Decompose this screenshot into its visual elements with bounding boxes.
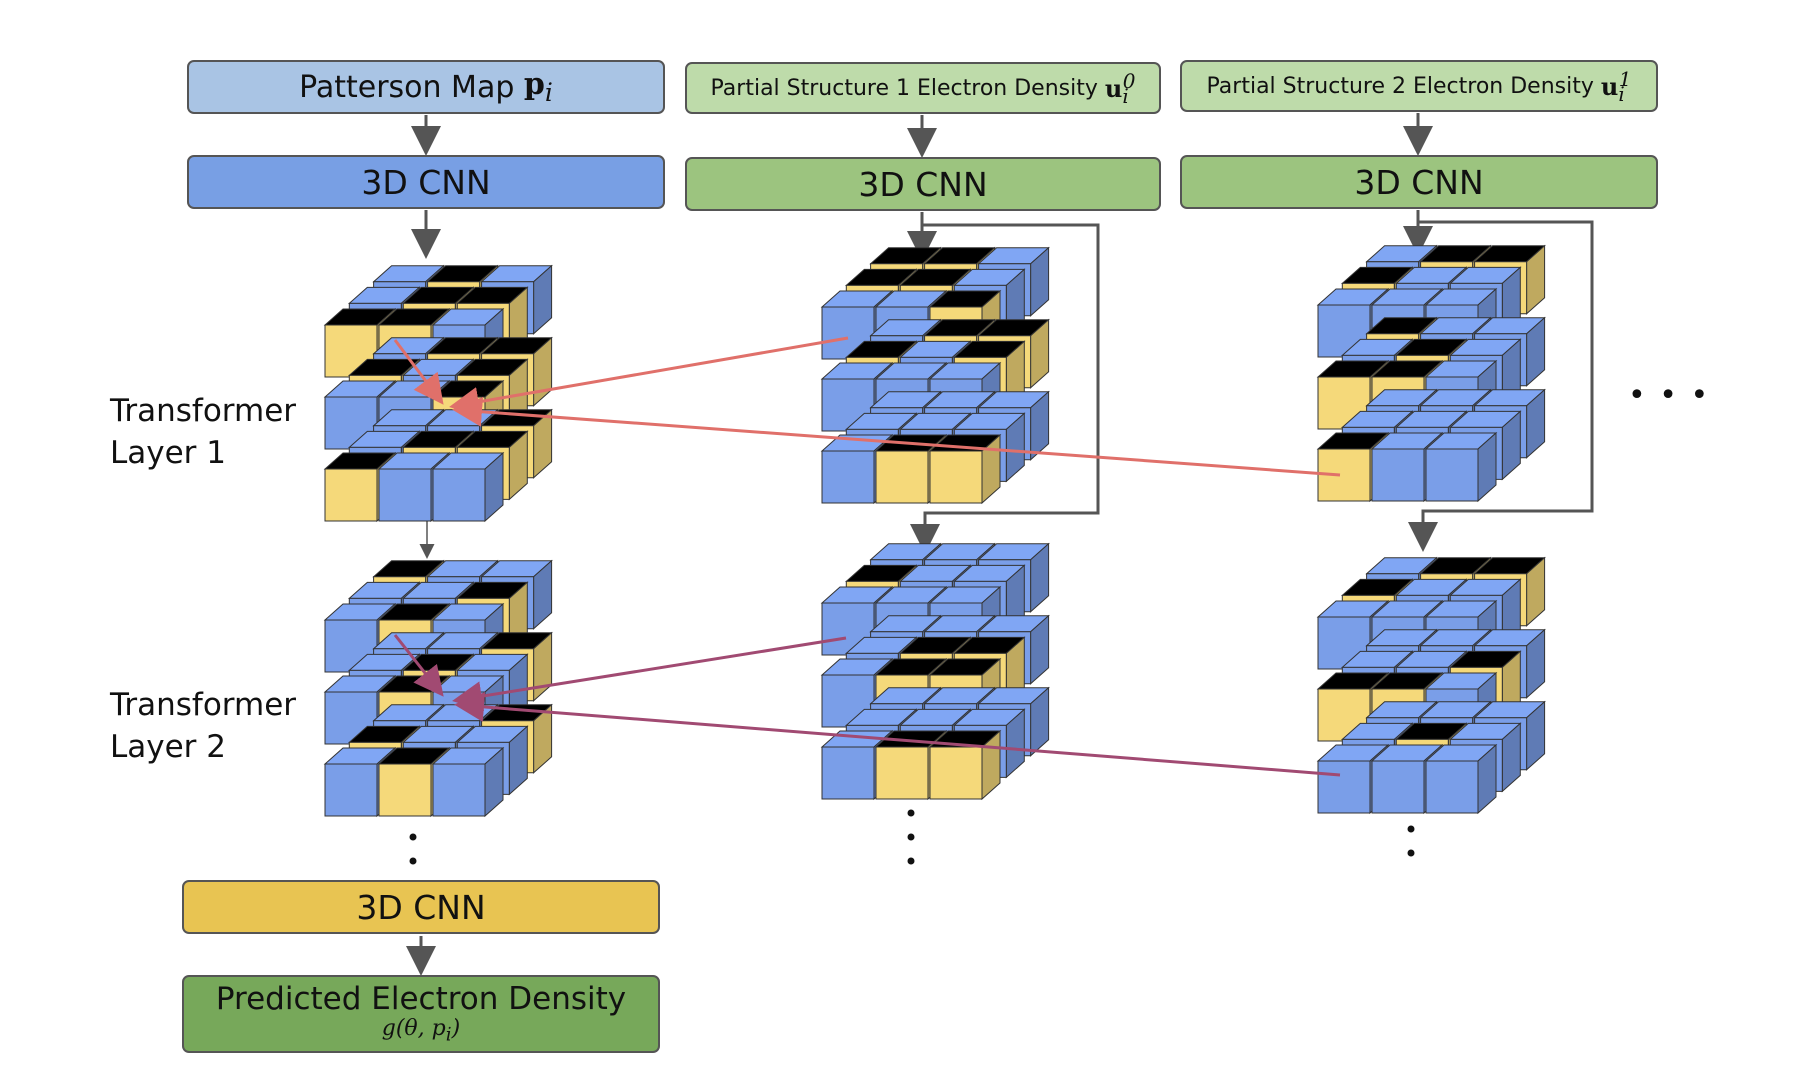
flow-arrows bbox=[406, 113, 1594, 976]
attention-arrows-layer-2 bbox=[393, 634, 1341, 777]
encoder-cnn-patterson: 3D CNN bbox=[187, 155, 665, 209]
partial-structure-2-input: Partial Structure 2 Electron Density ui1 bbox=[1180, 60, 1658, 112]
predicted-density-label: Predicted Electron Density bbox=[215, 980, 627, 1017]
encoder-cnn-patterson-label: 3D CNN bbox=[361, 162, 491, 202]
patterson-map-input: Patterson Map pi bbox=[187, 60, 665, 114]
token-cube bbox=[928, 433, 1002, 505]
predicted-density-output: Predicted Electron Density g(θ, pi) bbox=[182, 975, 660, 1053]
decoder-cnn: 3D CNN bbox=[182, 880, 660, 934]
more-partial-structures-ellipsis: • • • bbox=[1628, 378, 1711, 413]
token-cube bbox=[1424, 743, 1498, 815]
patterson-map-label: Patterson Map bbox=[299, 69, 515, 105]
continuation-dots bbox=[409, 801, 1415, 865]
partial-structure-2-symbol: ui1 bbox=[1600, 66, 1632, 106]
partial-structure-2-label: Partial Structure 2 Electron Density bbox=[1206, 73, 1594, 99]
partial-structure-1-label: Partial Structure 1 Electron Density bbox=[710, 75, 1098, 101]
token-cube bbox=[431, 746, 505, 818]
token-cube bbox=[1424, 431, 1498, 503]
partial-structure-1-symbol: ui0 bbox=[1104, 68, 1136, 108]
encoder-cnn-partial-1-label: 3D CNN bbox=[858, 164, 988, 204]
partial-structure-1-input: Partial Structure 1 Electron Density ui0 bbox=[685, 62, 1161, 114]
patterson-map-symbol: pi bbox=[523, 67, 553, 107]
token-grids bbox=[323, 244, 1546, 818]
encoder-cnn-partial-2-label: 3D CNN bbox=[1354, 162, 1484, 202]
decoder-cnn-label: 3D CNN bbox=[356, 887, 486, 927]
token-cube bbox=[431, 451, 505, 523]
encoder-cnn-partial-1: 3D CNN bbox=[685, 157, 1161, 211]
token-cube bbox=[928, 729, 1002, 801]
predicted-density-formula: g(θ, pi) bbox=[381, 1016, 461, 1046]
encoder-cnn-partial-2: 3D CNN bbox=[1180, 155, 1658, 209]
attention-arrows-layer-1 bbox=[393, 336, 1341, 477]
